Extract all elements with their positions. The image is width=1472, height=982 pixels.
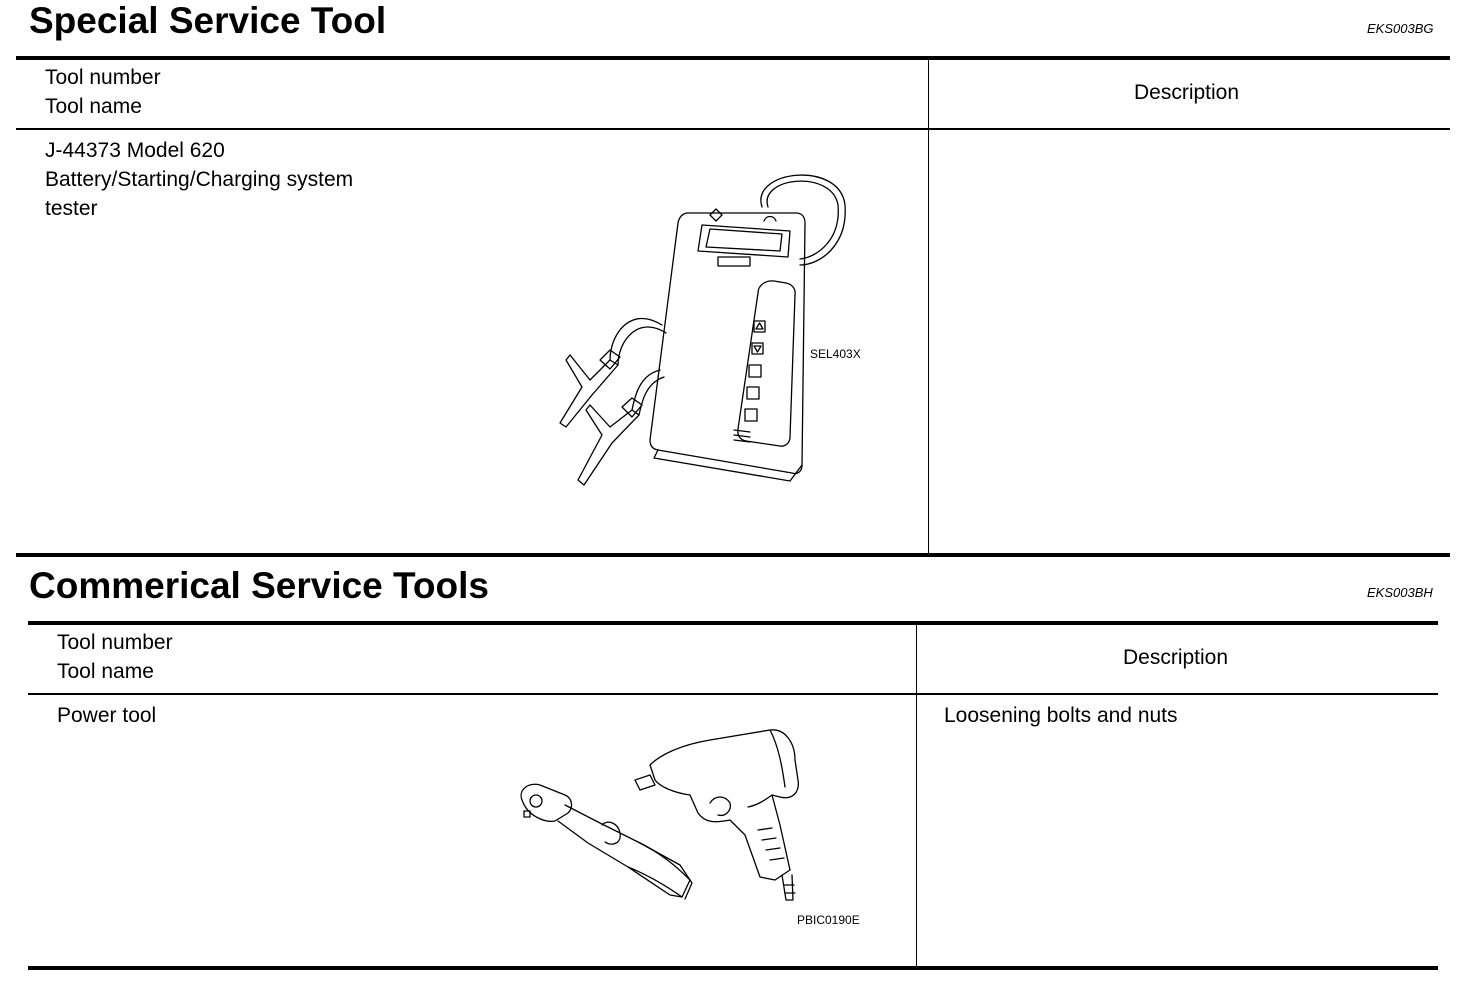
tool-number: J-44373 Model 620	[45, 139, 225, 162]
column2-divider	[916, 625, 917, 967]
figure-label-pbic0190e: PBIC0190E	[797, 913, 860, 927]
tool-description-power: Loosening bolts and nuts	[944, 704, 1178, 727]
table-top-rule	[16, 56, 1450, 60]
battery-tester-illustration	[540, 165, 880, 495]
tool-name: Battery/Starting/Charging system	[45, 168, 354, 191]
tool-name-power: Power tool	[57, 704, 157, 727]
table2-bottom-rule	[28, 966, 1438, 970]
section-title-commercial: Commerical Service Tools	[29, 565, 489, 606]
header-tool-name: Tool name	[45, 95, 142, 118]
figure-label-sel403x: SEL403X	[810, 347, 861, 361]
column-divider	[928, 60, 929, 554]
header2-description: Description	[1123, 646, 1229, 669]
header-tool-number: Tool number	[45, 66, 161, 89]
table2-top-rule	[28, 621, 1438, 625]
power-tool-illustration	[510, 725, 820, 915]
tool-name-cont: tester	[45, 197, 98, 220]
table-bottom-rule	[16, 553, 1450, 557]
section-title-special: Special Service Tool	[29, 0, 387, 41]
header2-tool-name: Tool name	[57, 660, 154, 683]
header-description: Description	[1134, 81, 1240, 104]
header2-divider	[28, 693, 1438, 695]
section-code-commercial: EKS003BH	[1367, 585, 1433, 600]
section-code-special: EKS003BG	[1367, 21, 1434, 36]
header2-tool-number: Tool number	[57, 631, 173, 654]
header-divider	[16, 128, 1450, 130]
